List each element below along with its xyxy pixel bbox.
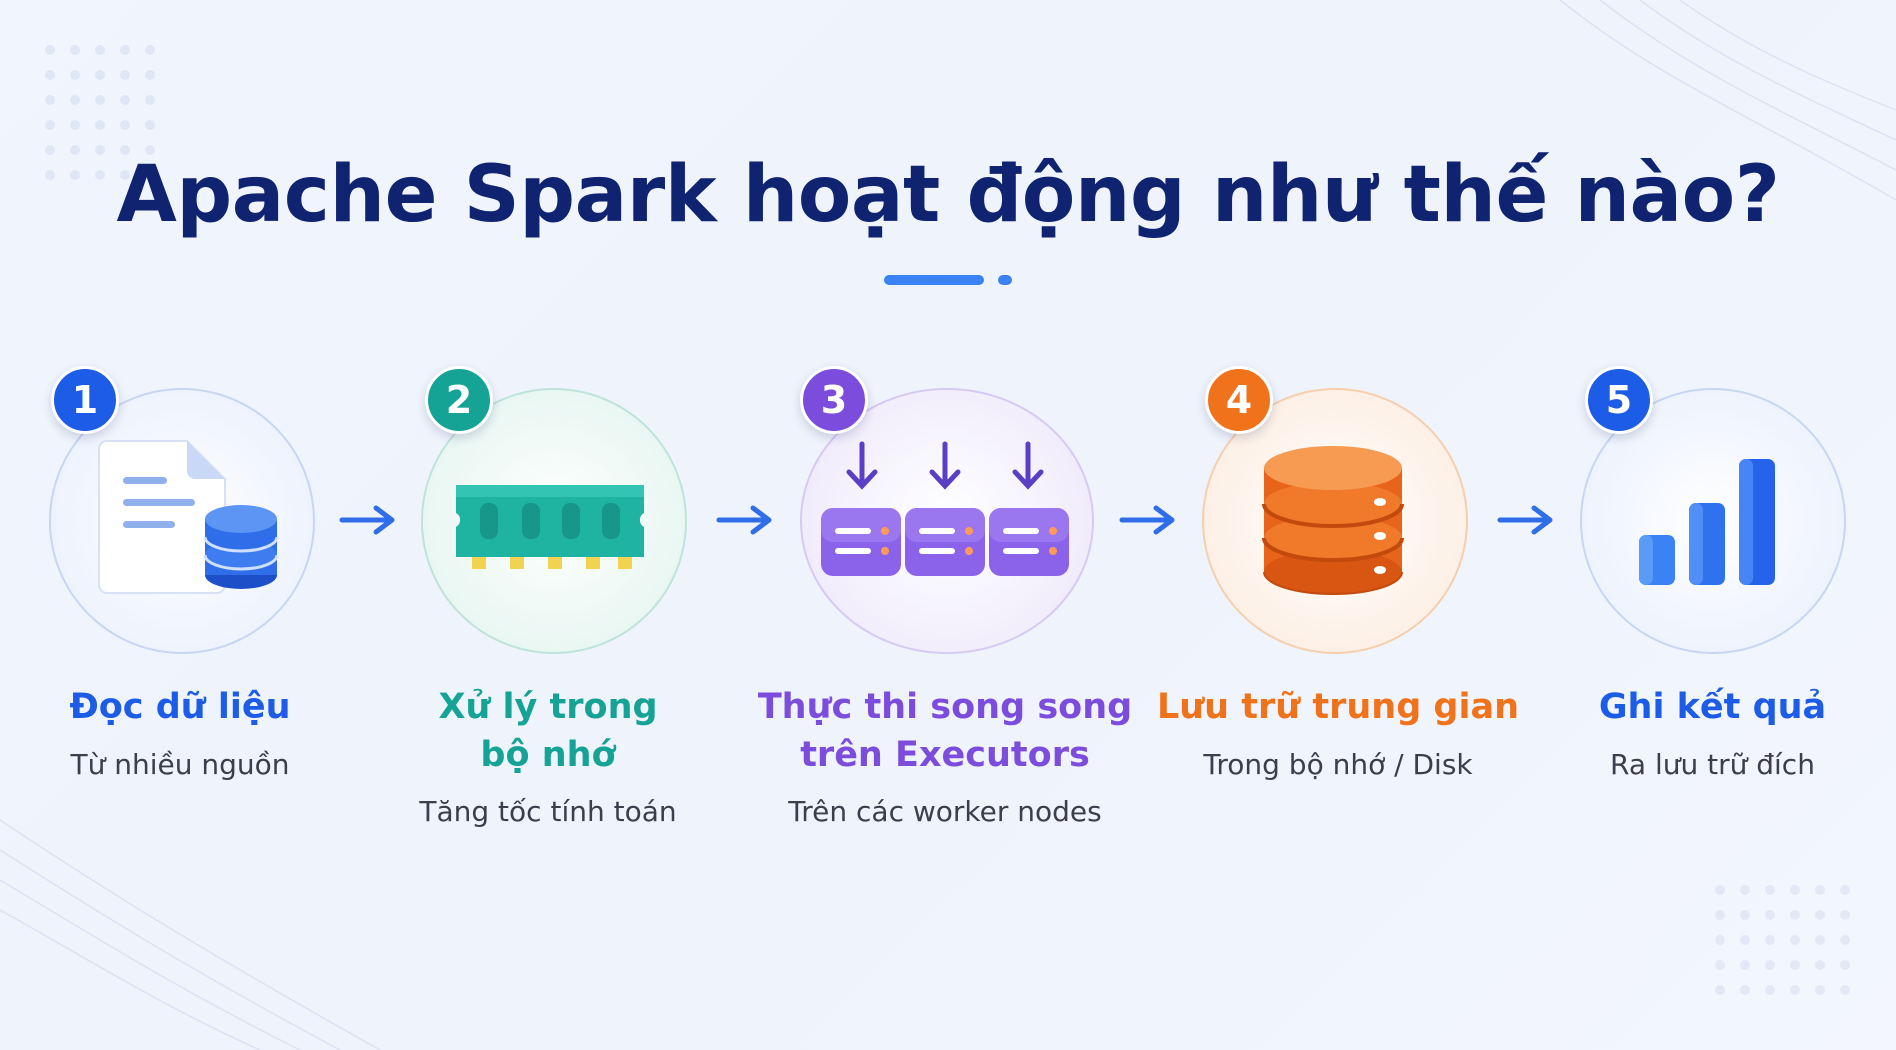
step-2-label: Xử lý trong bộ nhớ [368,683,728,779]
step-4-badge: 4 [1205,366,1273,434]
step-1-badge: 1 [51,366,119,434]
step-2-label-line1: Xử lý trong [438,687,658,727]
step-3-label-line2: trên Executors [800,735,1090,775]
step-4-label-line1: Lưu trữ trung gian [1156,687,1520,727]
title-underline-dot [998,275,1012,285]
step-5-sub: Ra lưu trữ đích [1610,748,1815,781]
step-5-label: Ghi kết quả [1530,683,1895,731]
step-1-sub: Từ nhiều nguồn [70,748,290,781]
step-5-label-line1: Ghi kết quả [1598,687,1827,727]
bar-chart-icon [1639,459,1775,585]
step-3-sub: Trên các worker nodes [788,795,1102,828]
executors-icon [821,441,1069,576]
step-4-label: Lưu trữ trung gian [1148,683,1528,731]
step-3-badge: 3 [800,366,868,434]
memory-chip-icon [456,485,644,569]
step-2-label-line2: bộ nhớ [480,735,616,775]
step-5-badge: 5 [1585,366,1653,434]
arrow-right-icon [716,505,772,535]
step-3-label: Thực thi song song trên Executors [745,683,1145,779]
step-2-sub: Tăng tốc tính toán [419,795,677,828]
step-2-badge: 2 [425,366,493,434]
title-underline [884,275,984,285]
database-icon [1262,446,1404,595]
arrow-right-icon [1119,505,1175,535]
step-4-sub: Trong bộ nhớ / Disk [1203,748,1473,781]
document-database-icon [98,440,279,594]
page-title: Apache Spark hoạt động như thế nào? [116,150,1780,240]
arrow-right-icon [339,505,395,535]
step-1-label-line1: Đọc dữ liệu [69,687,291,727]
arrow-right-icon [1497,505,1553,535]
step-3-label-line1: Thực thi song song [757,687,1133,727]
step-1-label: Đọc dữ liệu [0,683,360,731]
